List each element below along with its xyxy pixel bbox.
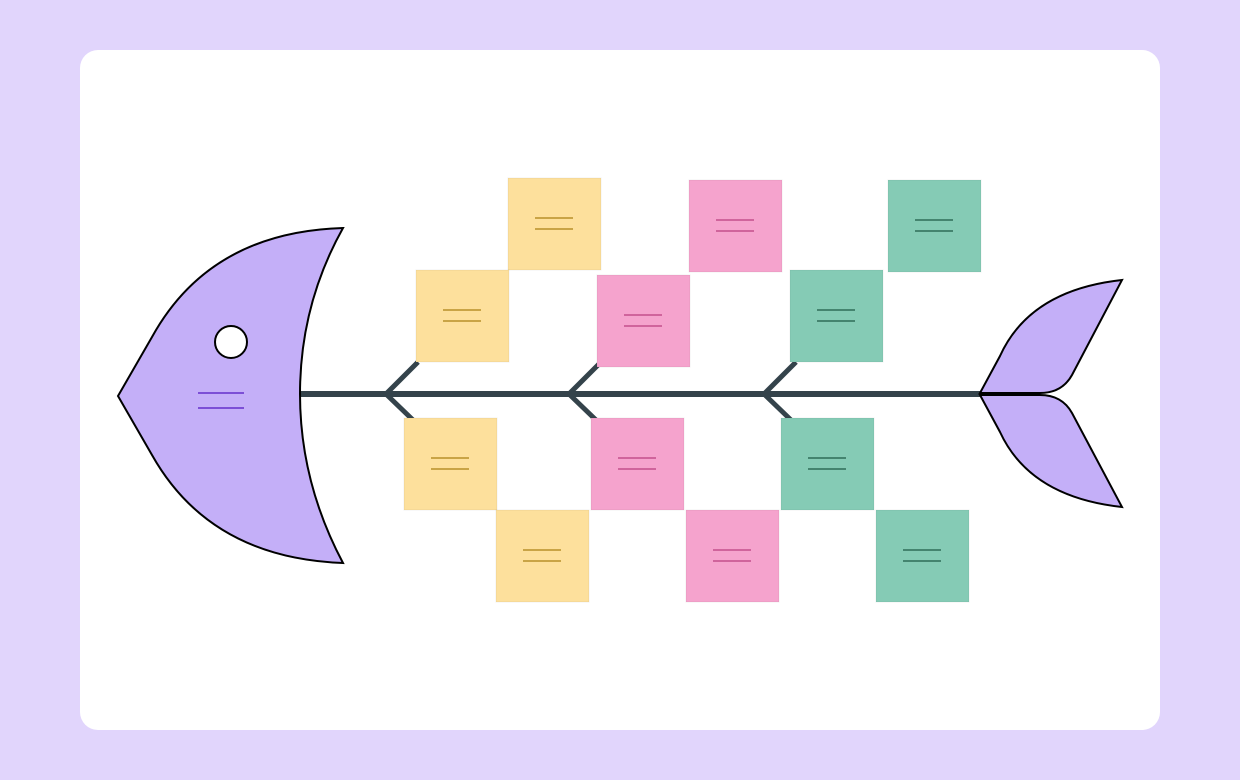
sticky-note-bg [887, 179, 982, 273]
branch-bone [565, 360, 603, 423]
sticky-note[interactable] [688, 179, 783, 273]
sticky-note[interactable] [403, 417, 498, 511]
sticky-note-bg [415, 269, 510, 363]
sticky-note[interactable] [685, 509, 780, 603]
sticky-note[interactable] [495, 509, 590, 603]
sticky-note[interactable] [507, 177, 602, 271]
fish-tail-upper[interactable] [978, 278, 1124, 394]
sticky-note[interactable] [590, 417, 685, 511]
fish-head[interactable] [116, 226, 345, 565]
spine [300, 360, 985, 423]
sticky-note[interactable] [415, 269, 510, 363]
sticky-note-bg [688, 179, 783, 273]
sticky-note-bg [875, 509, 970, 603]
sticky-note[interactable] [887, 179, 982, 273]
sticky-note-bg [685, 509, 780, 603]
branch-bone [760, 360, 798, 423]
fish-eye [214, 325, 248, 359]
sticky-note-bg [596, 274, 691, 368]
fish-tail-lower[interactable] [978, 394, 1124, 509]
sticky-note[interactable] [596, 274, 691, 368]
sticky-note[interactable] [789, 269, 884, 363]
sticky-note-bg [495, 509, 590, 603]
sticky-note[interactable] [875, 509, 970, 603]
sticky-note-bg [403, 417, 498, 511]
sticky-note-bg [789, 269, 884, 363]
sticky-note-bg [590, 417, 685, 511]
sticky-notes [403, 177, 982, 603]
branch-bone [382, 360, 420, 423]
sticky-note-bg [780, 417, 875, 511]
sticky-note-bg [507, 177, 602, 271]
head-text-placeholder [198, 392, 244, 409]
sticky-note[interactable] [780, 417, 875, 511]
